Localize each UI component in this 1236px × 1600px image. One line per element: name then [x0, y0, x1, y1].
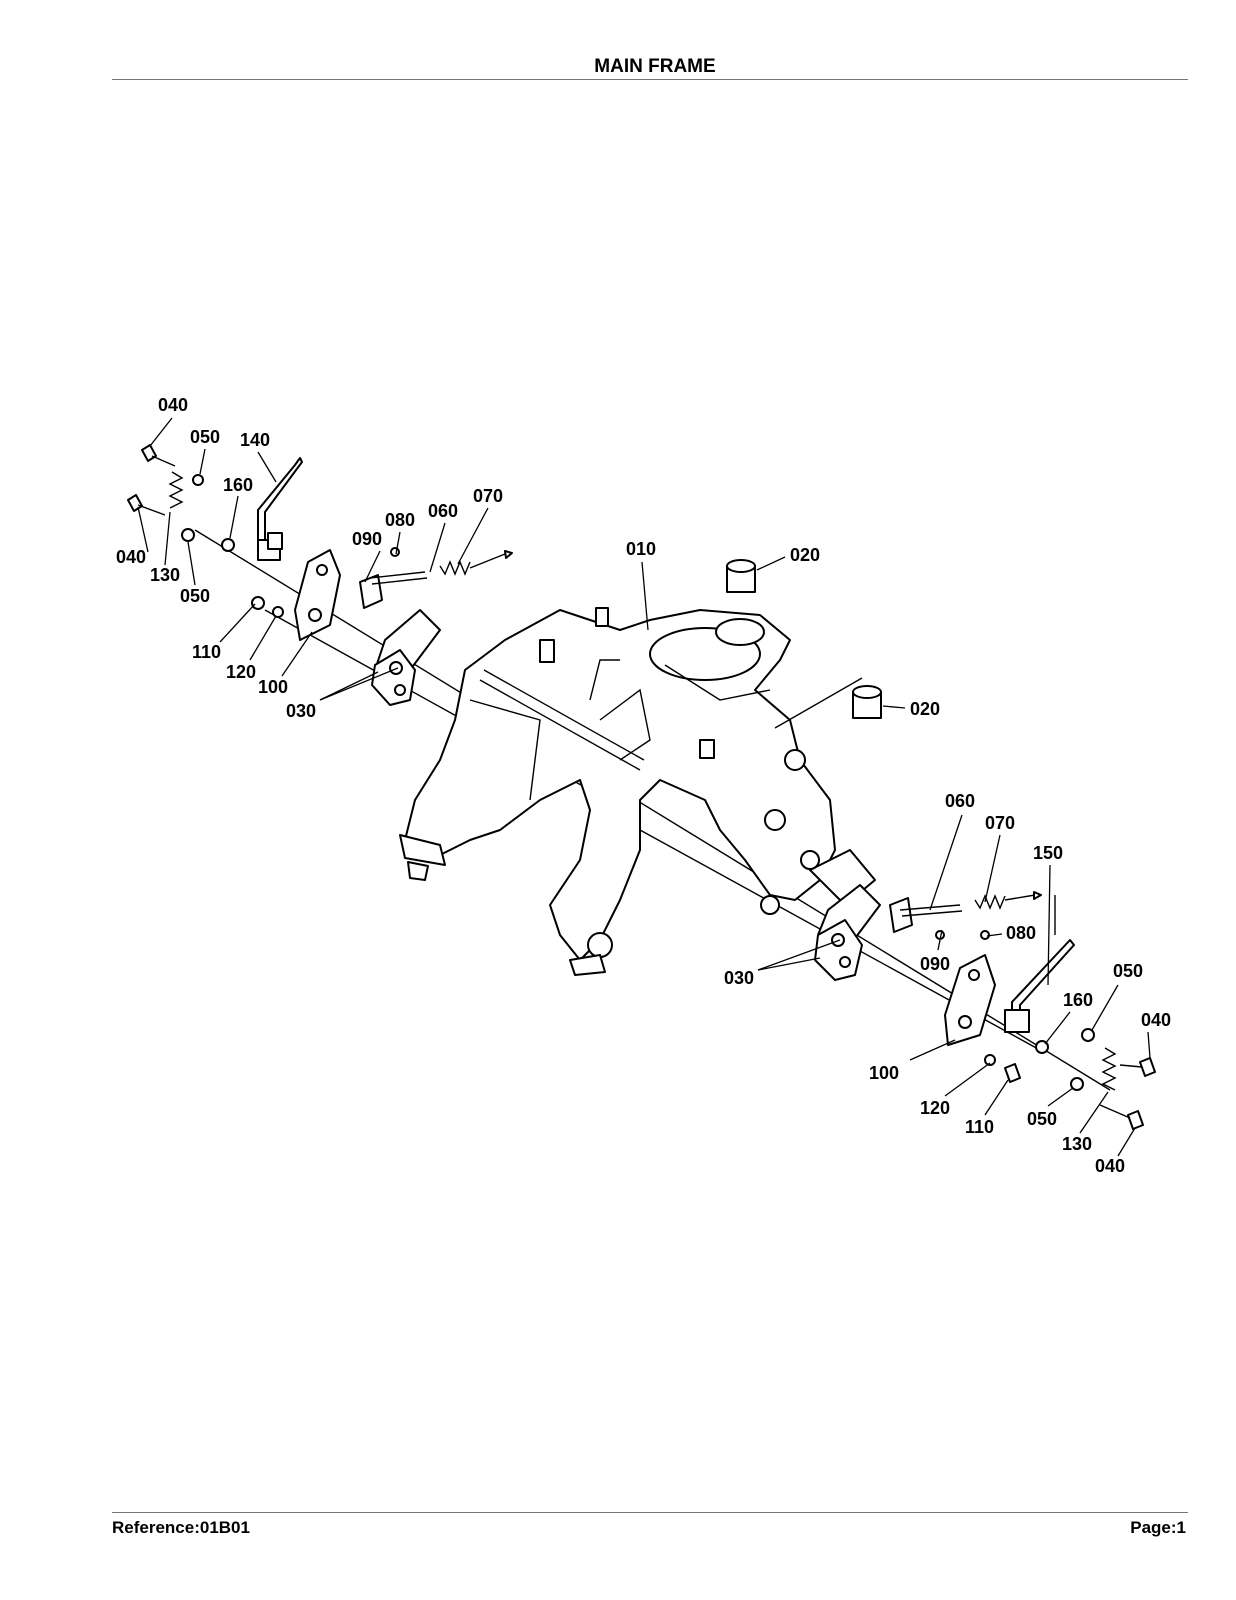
- bushing-020-upper: [726, 559, 756, 593]
- detent-assembly-left: [359, 547, 513, 609]
- callout-110: 110: [192, 642, 221, 662]
- callout-120: 120: [920, 1098, 950, 1118]
- callout-020: 020: [790, 545, 820, 565]
- callout-080: 080: [385, 510, 415, 530]
- page-number: Page:1: [1130, 1518, 1186, 1537]
- page-title: MAIN FRAME: [594, 56, 716, 77]
- callout-090: 090: [920, 954, 950, 974]
- plate-100-left: [294, 549, 341, 641]
- callout-070: 070: [985, 813, 1015, 833]
- callout-080: 080: [1006, 923, 1036, 943]
- callout-050: 050: [180, 586, 210, 606]
- fasteners-left: [127, 444, 284, 618]
- main-frame-010: [399, 607, 876, 976]
- fasteners-right: [984, 1028, 1156, 1130]
- header-rule: [112, 79, 1188, 80]
- bushing-020-lower: [852, 685, 882, 719]
- bracket-030-left: [371, 609, 441, 706]
- callout-160: 160: [223, 475, 253, 495]
- plate-100-right: [944, 954, 996, 1046]
- bracket-030-right: [814, 884, 881, 981]
- callout-130: 130: [1062, 1134, 1092, 1154]
- callout-040: 040: [116, 547, 146, 567]
- reference-label: Reference:01B01: [112, 1518, 250, 1537]
- callout-030: 030: [724, 968, 754, 988]
- callout-030: 030: [286, 701, 316, 721]
- callout-150: 150: [1033, 843, 1063, 863]
- callout-050: 050: [190, 427, 220, 447]
- footer-rule: [112, 1512, 1188, 1513]
- callout-060: 060: [945, 791, 975, 811]
- lever-150-right: [1004, 895, 1075, 1033]
- lever-140-left: [257, 457, 303, 561]
- callout-010: 010: [626, 539, 656, 559]
- callout-020: 020: [910, 699, 940, 719]
- callout-labels: 040 050 140 160 040 130 050 090 080 060 …: [116, 395, 1171, 1176]
- callout-130: 130: [150, 565, 180, 585]
- callout-070: 070: [473, 486, 503, 506]
- callout-050: 050: [1113, 961, 1143, 981]
- callout-120: 120: [226, 662, 256, 682]
- callout-100: 100: [869, 1063, 899, 1083]
- callout-040: 040: [158, 395, 188, 415]
- callout-100: 100: [258, 677, 288, 697]
- callout-040: 040: [1141, 1010, 1171, 1030]
- callout-110: 110: [965, 1117, 994, 1137]
- callout-040: 040: [1095, 1156, 1125, 1176]
- callout-060: 060: [428, 501, 458, 521]
- callout-050: 050: [1027, 1109, 1057, 1129]
- callout-090: 090: [352, 529, 382, 549]
- callout-160: 160: [1063, 990, 1093, 1010]
- callout-140: 140: [240, 430, 270, 450]
- leader-lines: [137, 417, 1151, 1157]
